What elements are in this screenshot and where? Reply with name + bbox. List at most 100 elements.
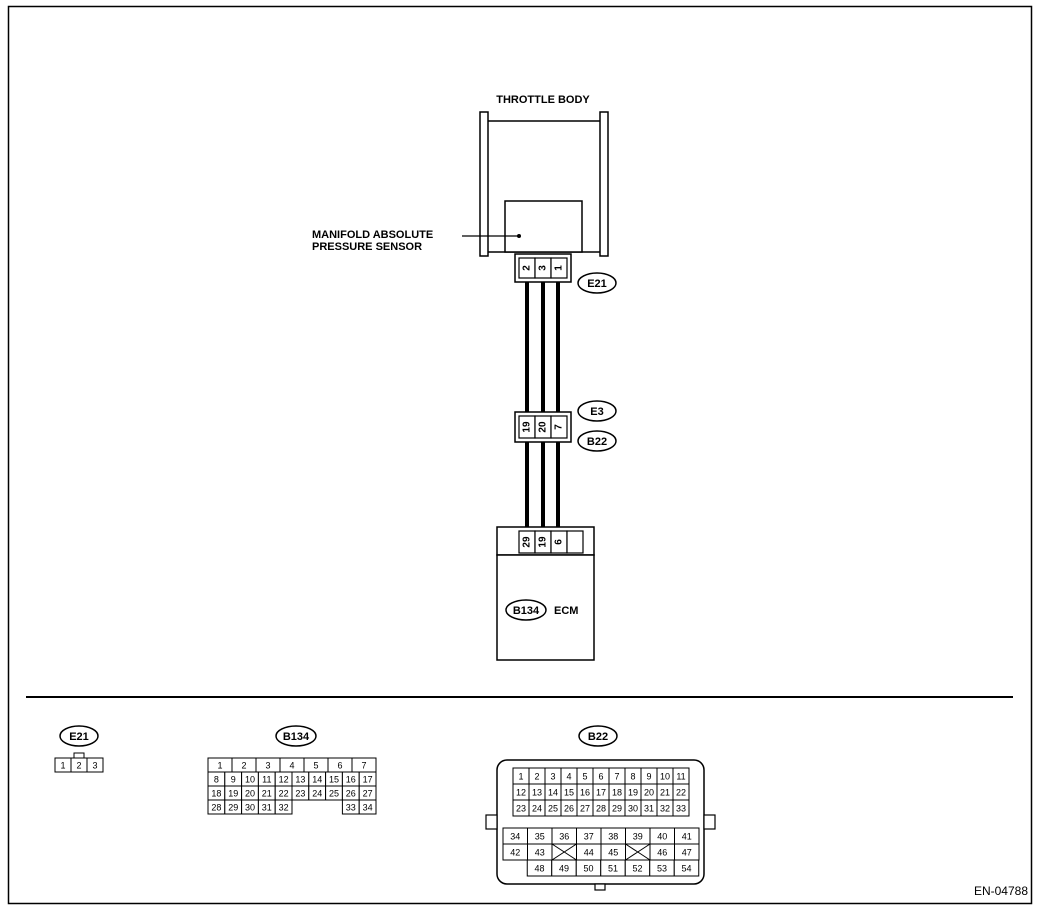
e3-badge-label: E3 (590, 406, 603, 418)
b22-face-pin-number: 46 (657, 848, 667, 858)
b22-face-pin-number: 41 (682, 832, 692, 842)
ecm-unit: 29 19 6 B134 ECM (496, 526, 595, 661)
b134-face-cell (358, 799, 377, 815)
ecm-pin-number: 6 (554, 539, 565, 545)
e21-badge (577, 272, 617, 294)
e21-face-badge-label: E21 (69, 731, 89, 743)
outer-frame (7, 5, 1033, 905)
b22-face-pin-number: 6 (598, 772, 603, 782)
b134-badge-label: B134 (513, 605, 540, 617)
b22-face-pin-number: 40 (657, 832, 667, 842)
e21-pin-number: 1 (554, 265, 565, 271)
b134-face-cell (274, 799, 293, 815)
e3-badge (577, 400, 617, 422)
b22-face-badge (578, 725, 618, 747)
map-sensor-body (504, 200, 583, 253)
e21-face-latch (73, 752, 85, 759)
b134-face-badge-label: B134 (283, 731, 310, 743)
b22-face-pin-number: 38 (608, 832, 618, 842)
b22-face-pin-number: 24 (532, 804, 542, 814)
b22-face-pin-number: 14 (548, 788, 558, 798)
b134-face-pin-number: 15 (329, 775, 339, 785)
sensor-label-line1: MANIFOLD ABSOLUTE (312, 229, 433, 241)
wire (541, 282, 545, 412)
harness-lower (525, 442, 560, 530)
b134-face-pin-number: 16 (346, 775, 356, 785)
b22-face-pin-number: 21 (660, 788, 670, 798)
throttle-body-label: THROTTLE BODY (496, 94, 590, 106)
wire (525, 282, 529, 412)
b22-face-cell (672, 799, 690, 817)
b22-badge (577, 430, 617, 452)
e21-badge-label: E21 (587, 278, 607, 290)
sensor-label-line2: PRESSURE SENSOR (312, 241, 422, 253)
b134-face-pin-number: 25 (329, 789, 339, 799)
sensor-leader-dot (517, 234, 521, 238)
joint-connector-e3-b22: 19 20 7 (514, 411, 572, 443)
b134-face-pin-number: 27 (363, 789, 373, 799)
b134-face-pin-number: 8 (214, 775, 219, 785)
b22-face-pin-number: 5 (582, 772, 587, 782)
b22-face-pin-number: 33 (676, 804, 686, 814)
b22-face-left-tab (485, 814, 498, 830)
b22-face-pin-number: 53 (657, 864, 667, 874)
b22-face-pin-number: 54 (681, 864, 691, 874)
b22-face-pin-number: 19 (628, 788, 638, 798)
b134-face-pin-number: 7 (361, 761, 366, 771)
b22-face-badge-label: B22 (588, 731, 608, 743)
b134-badge (505, 599, 547, 621)
ecm-pin-cell (566, 530, 584, 554)
e21-pin-cell (550, 257, 568, 279)
b22-face-pin-number: 10 (660, 772, 670, 782)
b22-face-pin-number: 29 (612, 804, 622, 814)
b22-face-pin-number: 37 (584, 832, 594, 842)
joint-pin-number: 7 (554, 424, 565, 430)
b22-face-right-tab (703, 814, 716, 830)
b22-face-pin-number: 34 (510, 832, 520, 842)
b22-face-pin-number: 26 (564, 804, 574, 814)
b22-face-pin-number: 17 (596, 788, 606, 798)
b134-face-pin-number: 11 (262, 775, 271, 785)
b134-face-pin-number: 31 (262, 803, 272, 813)
b22-face-pin-number: 39 (633, 832, 643, 842)
b22-face-pin-number: 30 (628, 804, 638, 814)
b22-face-pin-number: 47 (682, 848, 692, 858)
b134-face-pin-number: 12 (279, 775, 289, 785)
b22-face-cell (673, 859, 700, 877)
e21-face-view: E21 1 2 3 (54, 725, 104, 773)
ecm-label: ECM (554, 605, 578, 617)
b22-face-pin-number: 16 (580, 788, 590, 798)
b22-face-pin-number: 3 (550, 772, 555, 782)
b22-face-pin-number: 44 (584, 848, 594, 858)
joint-pin-cell (550, 415, 568, 439)
b134-face-pin-number: 18 (211, 789, 221, 799)
e21-face-pin-number: 2 (76, 761, 81, 771)
b22-face-pin-number: 15 (564, 788, 574, 798)
b134-face-pin-number: 5 (313, 761, 318, 771)
e21-face-pin-number: 1 (60, 761, 65, 771)
b134-face-pin-number: 10 (245, 775, 255, 785)
wire (556, 282, 560, 412)
b134-face-pin-number: 30 (245, 803, 255, 813)
b134-face-pin-number: 17 (363, 775, 373, 785)
b22-face-pin-number: 51 (608, 864, 618, 874)
b134-face-pin-number: 13 (295, 775, 305, 785)
b22-face-blank-cross (551, 843, 577, 861)
b134-face-pin-number: 24 (312, 789, 322, 799)
e21-face-pin-number: 3 (92, 761, 97, 771)
b134-face-pin-number: 20 (245, 789, 255, 799)
b22-badge-label: B22 (587, 436, 607, 448)
b22-face-pin-number: 1 (518, 772, 523, 782)
e21-pin-number: 3 (538, 265, 549, 271)
b134-face-pin-number: 32 (279, 803, 289, 813)
b134-face-pin-number: 2 (241, 761, 246, 771)
b22-face-pin-number: 9 (646, 772, 651, 782)
b22-face-pin-number: 42 (510, 848, 520, 858)
b22-face-pin-number: 25 (548, 804, 558, 814)
b22-face-pin-number: 8 (630, 772, 635, 782)
b22-face-pin-number: 48 (534, 864, 544, 874)
e21-face-cell (86, 757, 104, 773)
b134-face-pin-number: 28 (211, 803, 221, 813)
b134-face-pin-number: 3 (265, 761, 270, 771)
